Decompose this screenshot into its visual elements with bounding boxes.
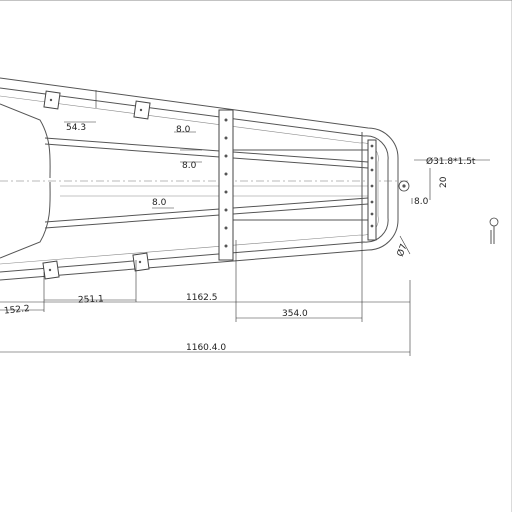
- dim-len-354: 354.0: [282, 309, 308, 319]
- dim-tube-spec: Ø31.8*1.5t: [426, 156, 476, 167]
- dim-len-251: 251.1: [78, 294, 104, 305]
- dim-gap-4: 8.0: [414, 197, 429, 207]
- bracket-plate: [218, 109, 234, 261]
- dim-len-1162: 1162.5: [186, 293, 218, 303]
- dim-len-152: 152.2: [4, 304, 31, 317]
- rivet-detail: [489, 217, 499, 244]
- dim-gap-1: 8.0: [176, 125, 191, 135]
- rear-plate: [367, 139, 410, 241]
- dim-height: 20: [439, 176, 449, 188]
- dim-gap-2: 8.0: [182, 161, 197, 171]
- dim-radius: Ø7: [395, 242, 410, 258]
- dim-gap-3: 8.0: [152, 198, 167, 208]
- rack-outline: [0, 77, 399, 281]
- clips: [42, 90, 151, 280]
- dimension-lines: [0, 90, 490, 356]
- dim-angle-top: 54.3: [66, 123, 86, 133]
- dim-len-1160: 1160.4.0: [186, 343, 226, 353]
